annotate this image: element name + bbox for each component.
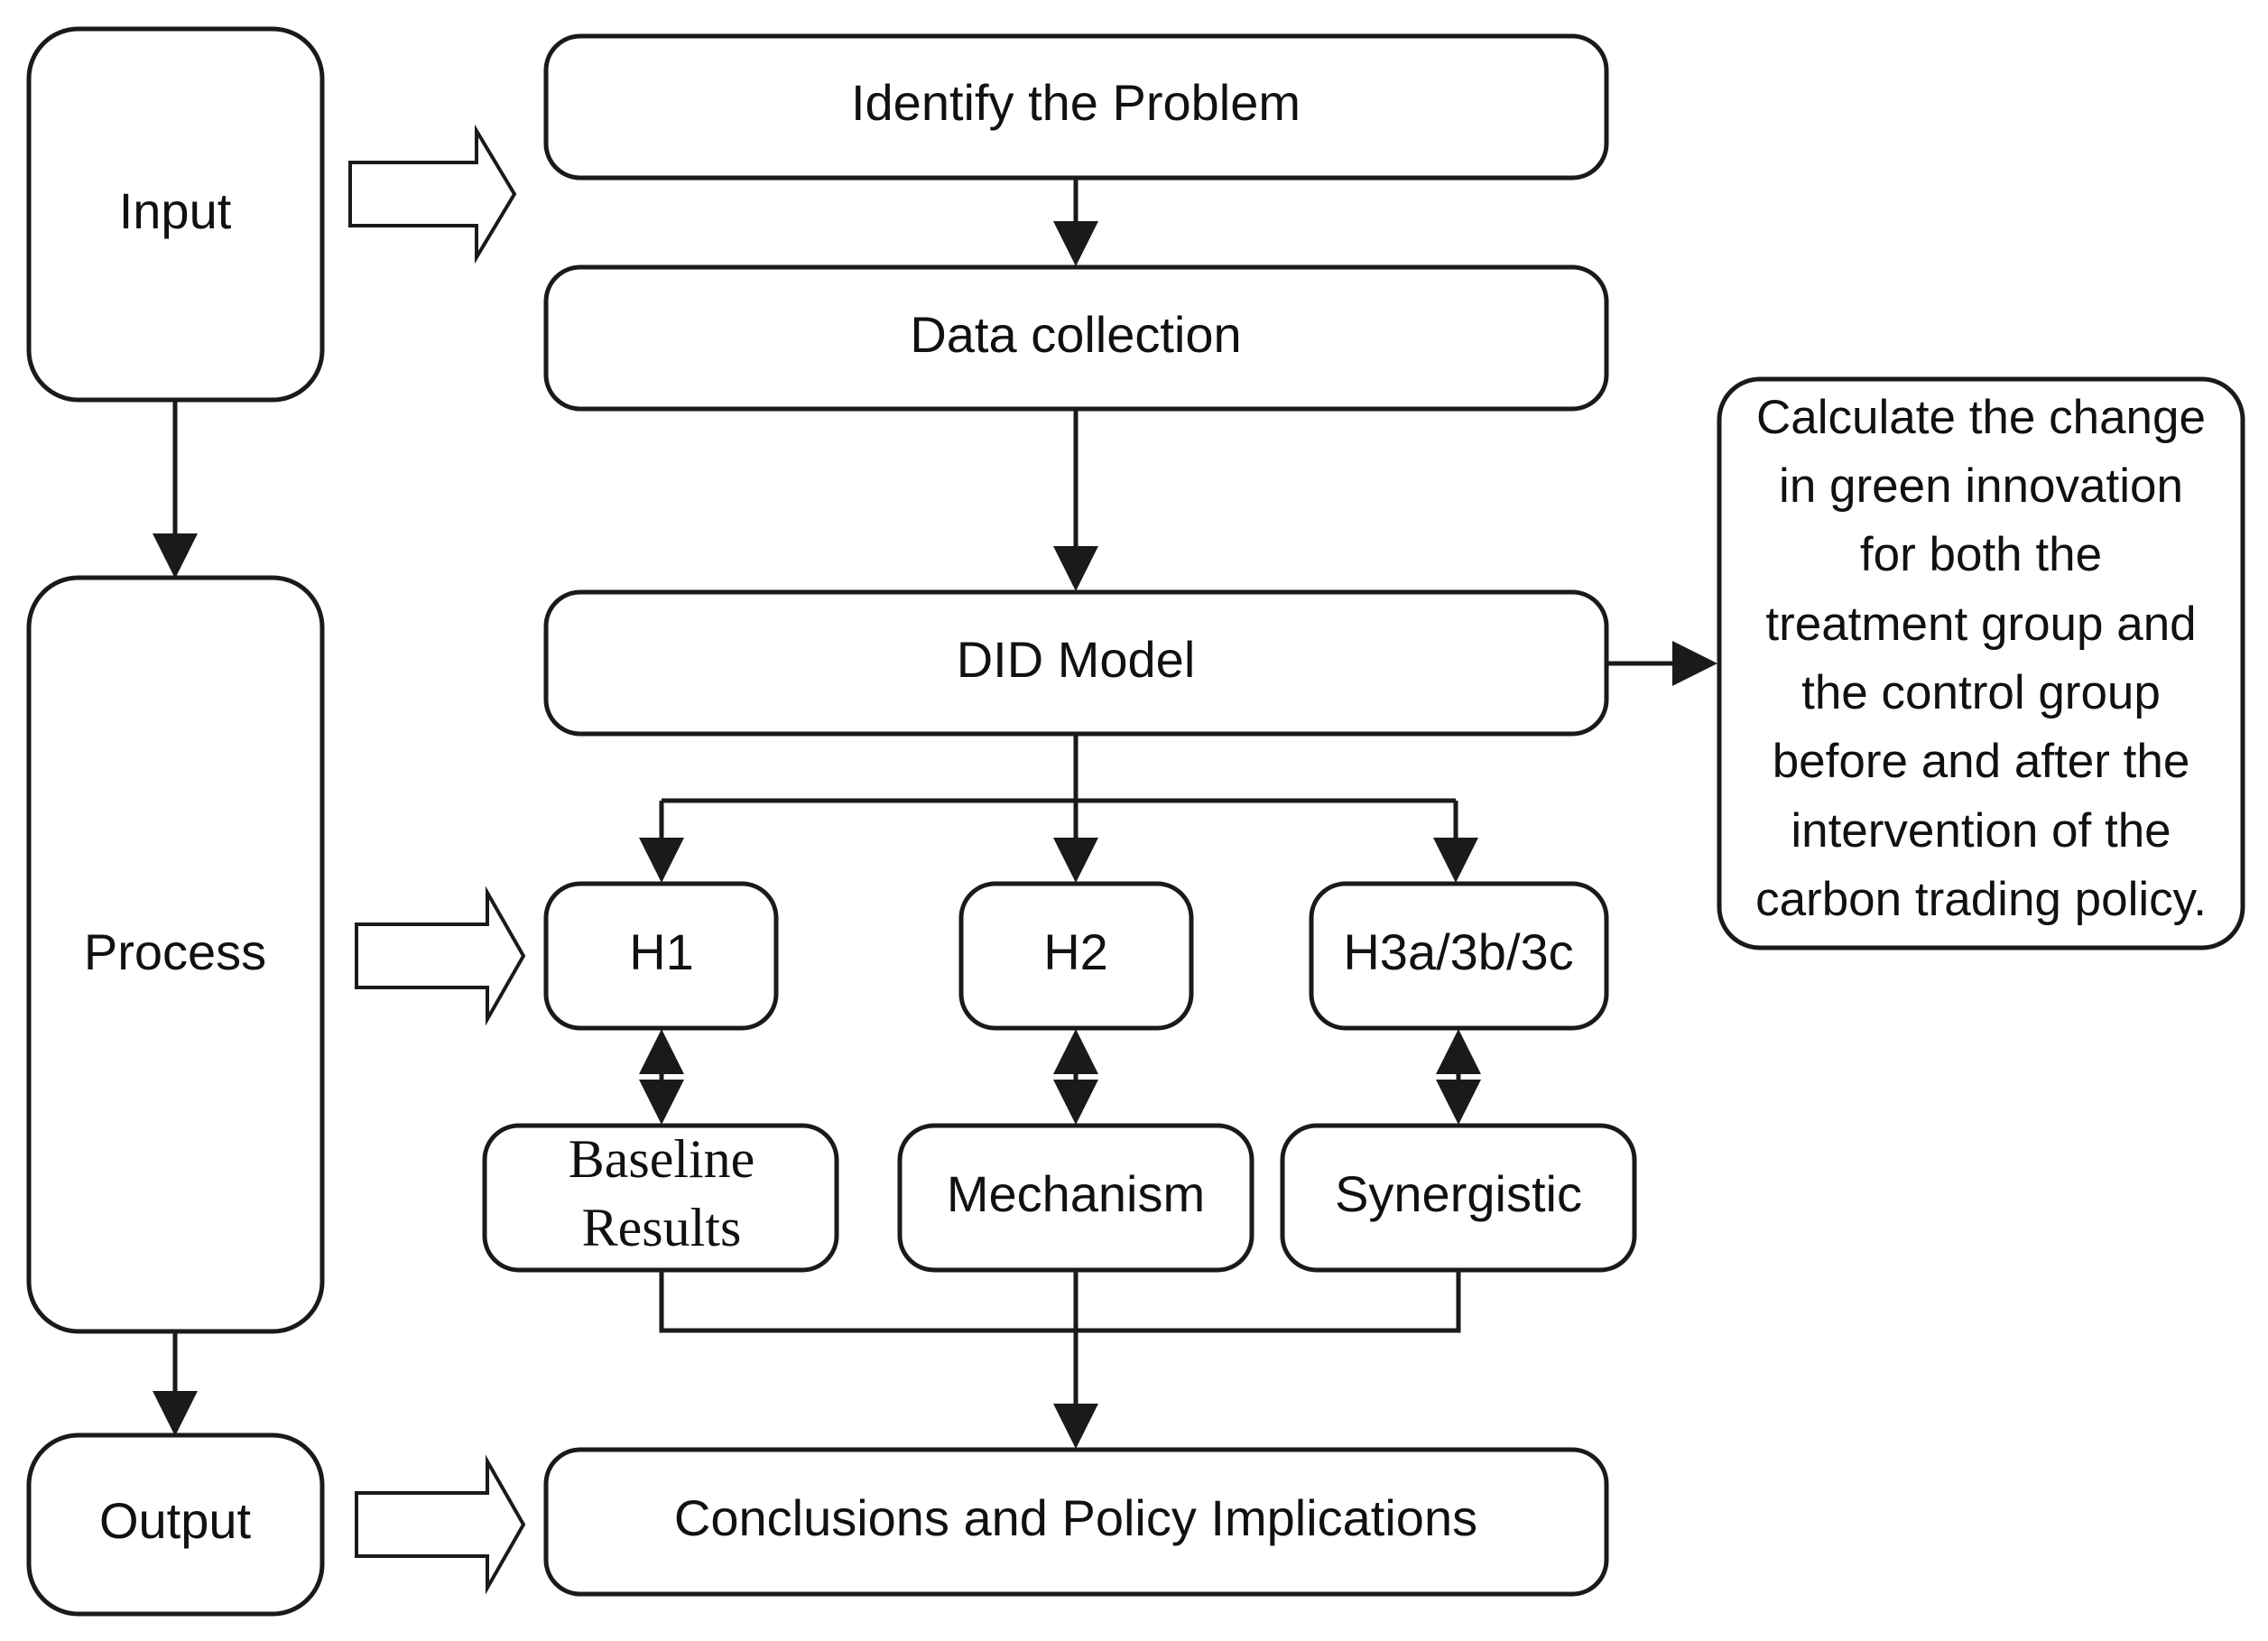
did-model-step: DID Model [543,589,1609,737]
results-merge-connector [659,1270,1461,1449]
identify-problem-label: Identify the Problem [851,74,1301,131]
did-explanation-note: Calculate the change in green innovation… [1717,376,2245,950]
hypothesis-label: H3a/3b/3c [1343,923,1573,980]
output-stage-label: Output [99,1492,252,1549]
note-line: Calculate the change [1756,391,2206,444]
data-collection-label: Data collection [910,306,1241,363]
conclusions-label: Conclusions and Policy Implications [674,1489,1477,1546]
did-branch-connector [639,734,1478,883]
input-stage: Input [26,26,325,403]
did-model-label: DID Model [957,631,1196,688]
result-line: Mechanism [947,1165,1205,1222]
hypothesis-h1: H1 [543,881,779,1031]
output-stage: Output [26,1432,325,1617]
hypothesis-h2: H2 [958,881,1194,1031]
note-line: for both the [1860,528,2102,581]
synergistic-box: Synergistic [1280,1123,1637,1273]
conclusions-step: Conclusions and Policy Implications [543,1447,1609,1597]
hollow-arrow-process [355,885,526,1026]
hypothesis-label: H2 [1043,923,1108,980]
baseline-results-box: Baseline Results [482,1123,839,1273]
identify-problem-step: Identify the Problem [543,33,1609,181]
mechanism-box: Mechanism [897,1123,1254,1273]
note-line: in green innovation [1779,459,2183,513]
note-line: carbon trading policy. [1755,873,2207,926]
note-line: treatment group and [1765,598,2196,651]
note-line: before and after the [1773,735,2190,788]
hypothesis-label: H1 [629,923,694,980]
input-stage-label: Input [119,182,232,239]
hollow-arrow-output [355,1454,526,1595]
result-line: Synergistic [1335,1165,1582,1222]
result-line: Results [582,1198,742,1257]
note-line: intervention of the [1791,804,2171,858]
hollow-arrow-input [348,124,517,264]
process-stage: Process [26,575,325,1334]
note-line: the control group [1801,666,2161,719]
process-stage-label: Process [84,923,266,980]
result-line: Baseline [569,1129,755,1189]
hypothesis-h3: H3a/3b/3c [1309,881,1609,1031]
data-collection-step: Data collection [543,264,1609,412]
